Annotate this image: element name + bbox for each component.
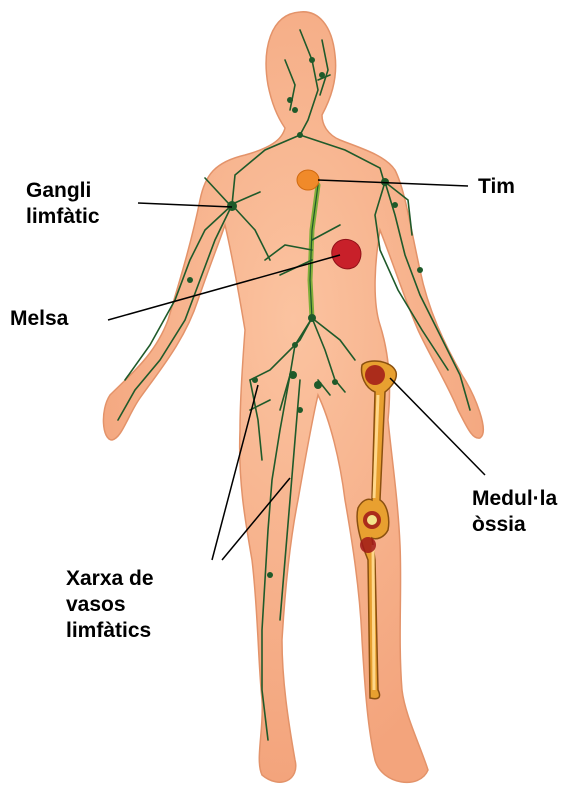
label-melsa-text: Melsa (10, 306, 68, 332)
label-xarxa-vasos: Xarxa de vasos limfàtics (66, 566, 154, 644)
label-medulla-line1: Medul·la (472, 486, 557, 512)
label-xarxa-line2: vasos (66, 592, 154, 618)
label-medulla-line2: òssia (472, 512, 557, 538)
label-melsa: Melsa (10, 306, 68, 332)
gangli-node (227, 201, 237, 211)
label-gangli-line1: Gangli (26, 178, 100, 204)
label-gangli-limfatic: Gangli limfàtic (26, 178, 100, 230)
label-tim: Tim (478, 174, 515, 200)
label-xarxa-line1: Xarxa de (66, 566, 154, 592)
label-xarxa-line3: limfàtics (66, 618, 154, 644)
body-silhouette (103, 12, 483, 783)
label-medulla-ossia: Medul·la òssia (472, 486, 557, 538)
label-gangli-line2: limfàtic (26, 204, 100, 230)
thymus-organ (297, 170, 319, 190)
label-tim-text: Tim (478, 174, 515, 200)
